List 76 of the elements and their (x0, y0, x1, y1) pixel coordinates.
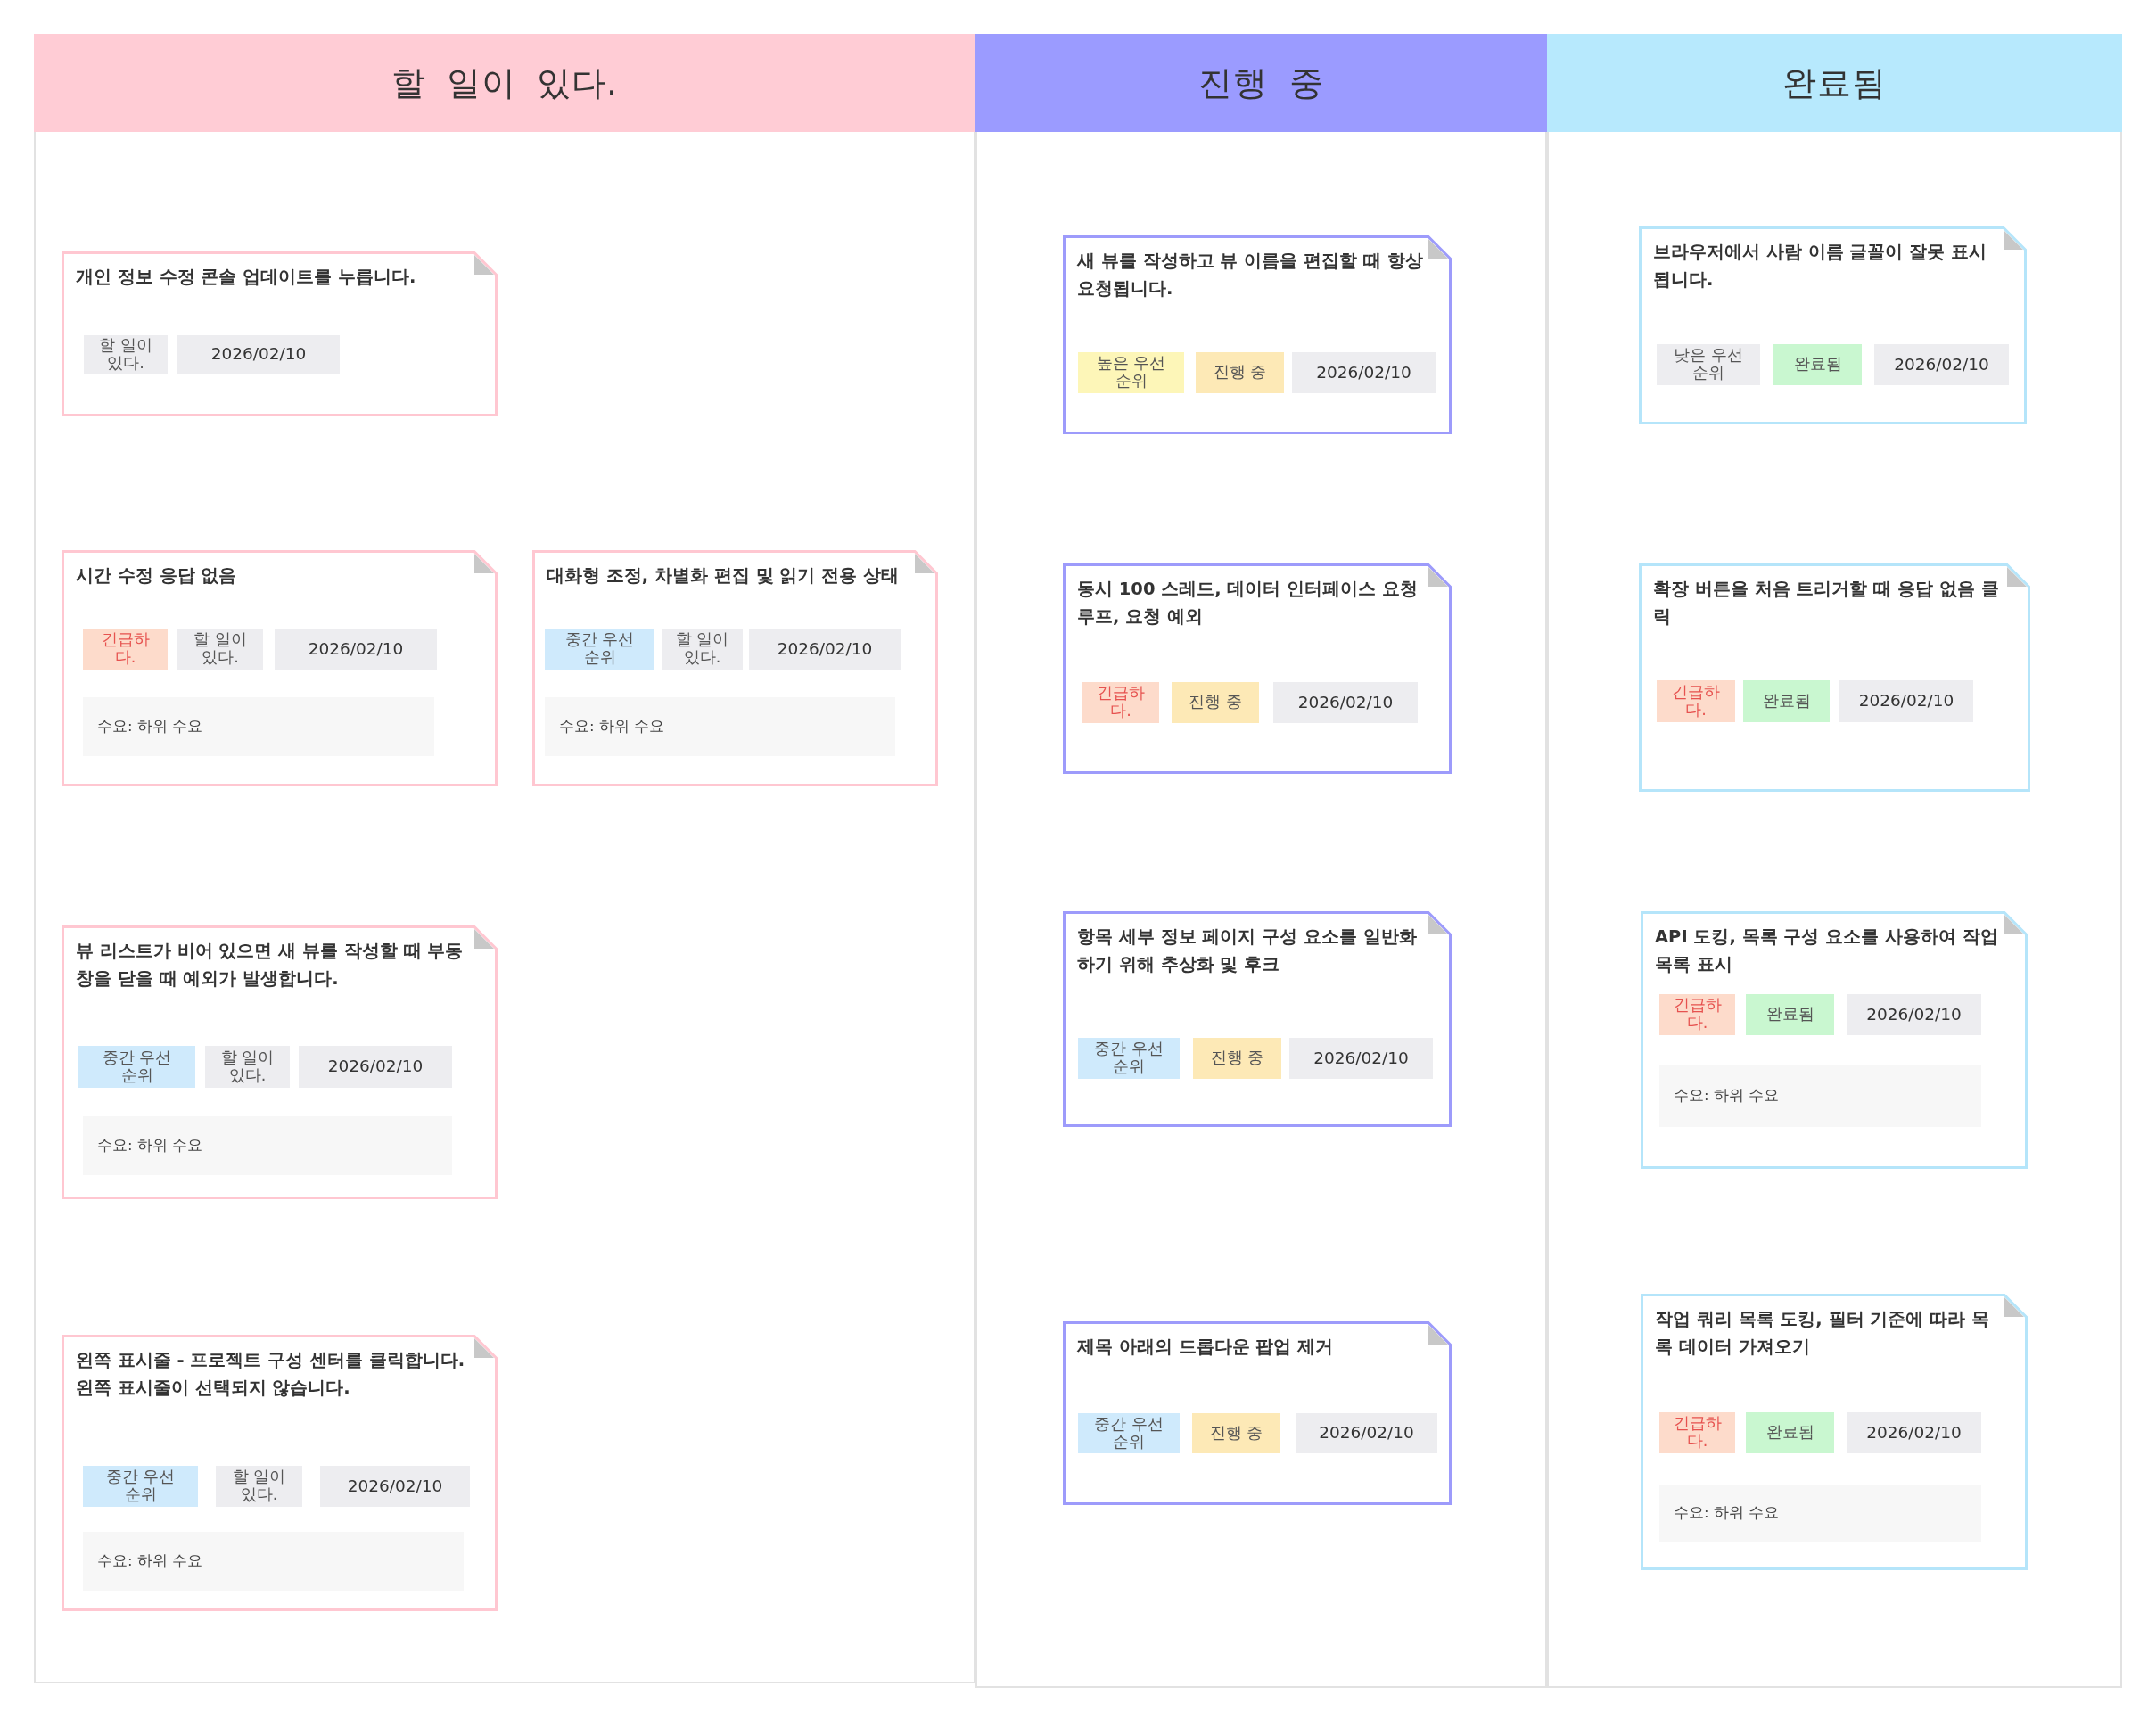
task-card (1063, 563, 1452, 774)
priority-label: 긴급하다. (83, 629, 168, 670)
requirement-note: 수요: 하위 수요 (83, 697, 434, 756)
card-title: 시간 수정 응답 없음 (76, 564, 238, 588)
status-label: 완료됨 (1746, 1412, 1834, 1453)
date-label: 2026/02/10 (320, 1466, 470, 1507)
column-header: 할 일이 있다. (34, 34, 975, 132)
date-label: 2026/02/10 (299, 1046, 452, 1088)
card-title: 개인 정보 수정 콘솔 업데이트를 누릅니다. (76, 266, 417, 289)
card-title: 제목 아래의 드롭다운 팝업 제거 (1077, 1336, 1335, 1359)
task-card (1641, 1294, 2028, 1570)
requirement-note: 수요: 하위 수요 (1659, 1065, 1981, 1127)
date-label: 2026/02/10 (1296, 1413, 1437, 1453)
date-label: 2026/02/10 (1874, 344, 2009, 385)
status-label: 진행 중 (1192, 1413, 1280, 1453)
kanban-column (34, 34, 975, 1683)
task-card (62, 550, 498, 786)
date-label: 2026/02/10 (1289, 1038, 1433, 1079)
date-label: 2026/02/10 (1839, 680, 1973, 722)
card-title: 뷰 리스트가 비어 있으면 새 뷰를 작성할 때 부동 창을 닫을 때 예외가 발생합니다. (76, 940, 465, 991)
status-label: 완료됨 (1746, 994, 1834, 1035)
date-label: 2026/02/10 (275, 629, 437, 670)
status-label: 진행 중 (1172, 682, 1259, 723)
priority-label: 높은 우선 순위 (1078, 352, 1184, 393)
kanban-column (975, 34, 1547, 1688)
status-label: 완료됨 (1743, 680, 1830, 722)
card-title: 왼쪽 표시줄 - 프로젝트 구성 센터를 클릭합니다. 왼쪽 표시줄이 선택되지 않습니다. (76, 1349, 466, 1400)
status-label: 할 일이 있다. (177, 629, 263, 670)
card-title: API 도킹, 목록 구성 요소를 사용하여 작업 목록 표시 (1655, 925, 1999, 976)
date-label: 2026/02/10 (1273, 682, 1418, 723)
task-card (1639, 563, 2030, 792)
requirement-note: 수요: 하위 수요 (545, 697, 895, 756)
task-card (1063, 1321, 1452, 1505)
priority-label: 중간 우선 순위 (1078, 1038, 1180, 1079)
status-label: 완료됨 (1773, 344, 1862, 385)
task-card (62, 1335, 498, 1611)
priority-label: 중간 우선 순위 (83, 1466, 198, 1507)
card-title: 항목 세부 정보 페이지 구성 요소를 일반화하기 위해 추상화 및 후크 (1077, 925, 1418, 976)
card-title: 작업 쿼리 목록 도킹, 필터 기준에 따라 목록 데이터 가져오기 (1655, 1308, 1990, 1359)
requirement-note: 수요: 하위 수요 (83, 1116, 452, 1175)
requirement-note: 수요: 하위 수요 (83, 1532, 464, 1591)
kanban-column (1547, 34, 2122, 1688)
status-label: 할 일이 있다. (205, 1046, 290, 1088)
card-title: 대화형 조정, 차별화 편집 및 읽기 전용 상태 (547, 564, 900, 588)
card-title: 확장 버튼을 처음 트리거할 때 응답 없음 클릭 (1653, 578, 2000, 629)
priority-label: 긴급하다. (1082, 682, 1159, 723)
card-title: 동시 100 스레드, 데이터 인터페이스 요청 루프, 요청 예외 (1077, 578, 1420, 629)
priority-label: 중간 우선 순위 (1078, 1413, 1180, 1453)
date-label: 2026/02/10 (1847, 1412, 1981, 1453)
task-card (62, 251, 498, 416)
date-label: 2026/02/10 (1847, 994, 1981, 1035)
task-card (1641, 911, 2028, 1169)
priority-label: 중간 우선 순위 (545, 629, 654, 670)
task-card (1063, 911, 1452, 1127)
status-label: 진행 중 (1196, 352, 1284, 393)
status-label: 할 일이 있다. (216, 1466, 302, 1507)
priority-label: 중간 우선 순위 (78, 1046, 195, 1088)
priority-label: 낮은 우선 순위 (1657, 344, 1760, 385)
date-label: 2026/02/10 (177, 335, 340, 374)
card-title: 새 뷰를 작성하고 뷰 이름을 편집할 때 항상 요청됩니다. (1077, 250, 1424, 300)
date-label: 2026/02/10 (749, 629, 901, 670)
priority-label: 긴급하다. (1659, 1412, 1735, 1453)
task-card (62, 925, 498, 1199)
status-label: 할 일이 있다. (662, 629, 743, 670)
requirement-note: 수요: 하위 수요 (1659, 1485, 1981, 1542)
priority-label: 긴급하다. (1657, 680, 1735, 722)
status-label: 진행 중 (1193, 1038, 1281, 1079)
column-header: 진행 중 (975, 34, 1547, 132)
task-card (532, 550, 938, 786)
priority-label: 긴급하다. (1659, 994, 1735, 1035)
task-card (1063, 235, 1452, 434)
date-label: 2026/02/10 (1292, 352, 1436, 393)
status-label: 할 일이 있다. (84, 335, 168, 374)
column-header: 완료됨 (1547, 34, 2122, 132)
card-title: 브라우저에서 사람 이름 글꼴이 잘못 표시됩니다. (1653, 241, 1987, 292)
task-card (1639, 226, 2027, 424)
